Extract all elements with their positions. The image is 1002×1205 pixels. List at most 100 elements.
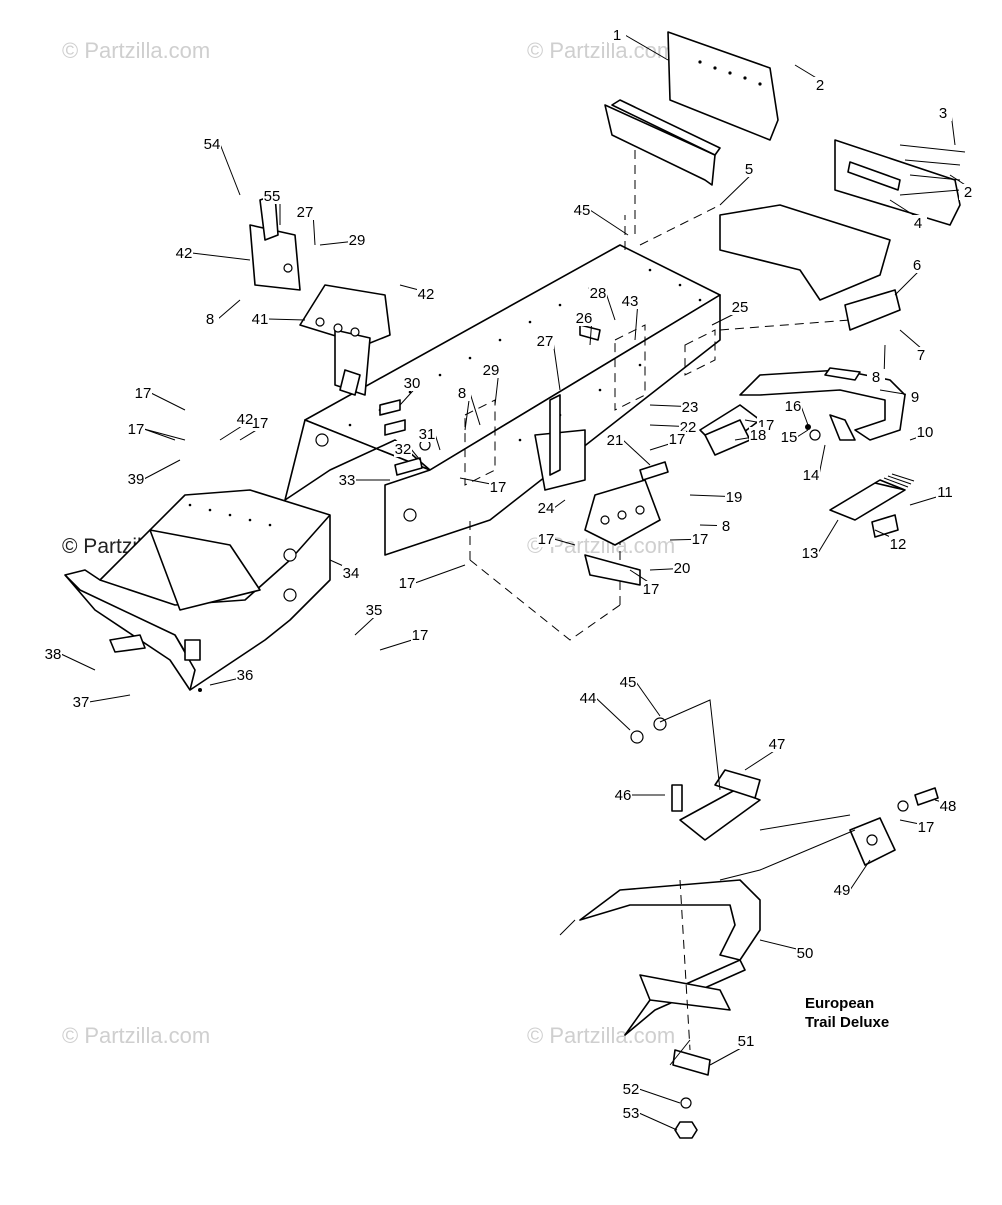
rear-guard <box>719 204 891 301</box>
callout-label: 26 <box>576 310 593 327</box>
callout-leader <box>624 34 669 61</box>
callout-17: 17 <box>649 431 686 451</box>
watermark-bottom-left: © Partzilla.com <box>62 1023 210 1048</box>
callout-label: 45 <box>574 202 591 219</box>
callout-2: 2 <box>949 174 977 201</box>
callout-label: 27 <box>537 333 554 350</box>
callout-24: 24 <box>537 499 566 517</box>
callout-20: 20 <box>649 560 691 577</box>
callout-label: 14 <box>803 467 820 484</box>
callout-label: 29 <box>349 232 366 249</box>
callout-label: 51 <box>738 1033 755 1050</box>
callout-label: 15 <box>781 429 798 446</box>
callout-46: 46 <box>614 787 665 804</box>
watermark-top-center: © Partzilla.com <box>527 38 675 63</box>
callout-label: 7 <box>917 347 925 364</box>
callout-label: 47 <box>769 736 786 753</box>
watermark-bottom-center: © Partzilla.com <box>527 1023 675 1048</box>
callout-label: 17 <box>135 385 152 402</box>
callout-label: 54 <box>204 136 221 153</box>
belly-pan <box>64 489 331 692</box>
callout-9: 9 <box>879 389 924 406</box>
callout-55: 55 <box>263 188 281 225</box>
callout-45: 45 <box>573 202 629 236</box>
callout-label: 12 <box>890 536 907 553</box>
center-components <box>379 324 751 586</box>
callout-44: 44 <box>579 690 631 731</box>
callout-leader <box>219 143 241 196</box>
callout-8: 8 <box>699 518 735 535</box>
footrest-bracket <box>299 284 391 346</box>
callout-label: 39 <box>128 471 145 488</box>
callout-label: 17 <box>538 531 555 548</box>
callout-leader <box>410 448 421 461</box>
callout-leader <box>150 392 186 411</box>
callout-14: 14 <box>802 444 826 484</box>
callout-label: 20 <box>674 560 691 577</box>
callout-label: 11 <box>937 484 953 501</box>
callout-label: 16 <box>785 398 802 415</box>
callout-label: 32 <box>395 441 412 458</box>
eu-bumper <box>579 879 761 961</box>
eu-bracket <box>679 789 761 841</box>
callout-leader <box>800 405 809 426</box>
callout-8: 8 <box>867 344 886 386</box>
callout-label: 44 <box>580 690 597 707</box>
callout-41: 41 <box>251 311 306 328</box>
callout-leader <box>622 439 651 466</box>
callout-label: 23 <box>682 399 699 416</box>
callout-19: 19 <box>689 489 743 506</box>
callouts: 1232454567891011121314151617181920212223… <box>44 27 977 1131</box>
callout-label: 41 <box>252 311 269 328</box>
callout-label: 55 <box>264 188 281 205</box>
callout-leader <box>88 694 131 703</box>
callout-label: 50 <box>797 945 814 962</box>
callout-32: 32 <box>394 441 421 461</box>
callout-26: 26 <box>575 310 593 346</box>
callout-1: 1 <box>608 27 669 61</box>
callout-29: 29 <box>482 362 500 406</box>
callout-label: 2 <box>816 77 824 94</box>
eu-nut <box>630 730 644 744</box>
callout-leader <box>796 429 809 438</box>
callout-8: 8 <box>453 385 471 431</box>
callout-17: 17 <box>537 531 576 548</box>
callout-42: 42 <box>399 284 435 303</box>
callout-label: 13 <box>802 545 819 562</box>
guard-brace <box>844 289 901 331</box>
callout-21: 21 <box>606 432 651 466</box>
callout-leader <box>638 1112 678 1131</box>
callout-label: 21 <box>607 432 624 449</box>
callout-label: 8 <box>458 385 466 402</box>
callout-label: 17 <box>128 421 145 438</box>
footrest-bracket-assembly <box>249 194 391 396</box>
callout-leader <box>469 392 481 426</box>
callout-label: 17 <box>412 627 429 644</box>
callout-30: 30 <box>399 375 421 406</box>
callout-42: 42 <box>175 245 251 262</box>
callout-10: 10 <box>909 424 934 441</box>
callout-12: 12 <box>874 529 907 553</box>
callout-leader <box>849 859 871 891</box>
callout-label: 42 <box>418 286 435 303</box>
snowflap-assembly <box>604 31 966 331</box>
callout-53: 53 <box>622 1105 678 1131</box>
callout-leader <box>605 292 616 321</box>
callout-label: 5 <box>745 161 753 178</box>
european-trail-deluxe: European Trail Deluxe <box>559 699 939 1139</box>
callout-33: 33 <box>338 472 390 489</box>
callout-label: 42 <box>237 411 254 428</box>
callout-36: 36 <box>209 667 254 686</box>
callout-17: 17 <box>669 531 709 548</box>
note-line-1: European <box>805 995 874 1012</box>
callout-label: 31 <box>419 426 436 443</box>
callout-25: 25 <box>711 299 749 326</box>
callout-45: 45 <box>619 674 661 717</box>
callout-label: 17 <box>490 479 507 496</box>
callout-17: 17 <box>459 477 507 496</box>
callout-17: 17 <box>379 627 429 651</box>
callout-label: 8 <box>206 311 214 328</box>
callout-label: 4 <box>914 215 922 232</box>
callout-18: 18 <box>734 427 767 444</box>
callout-11: 11 <box>909 484 954 506</box>
